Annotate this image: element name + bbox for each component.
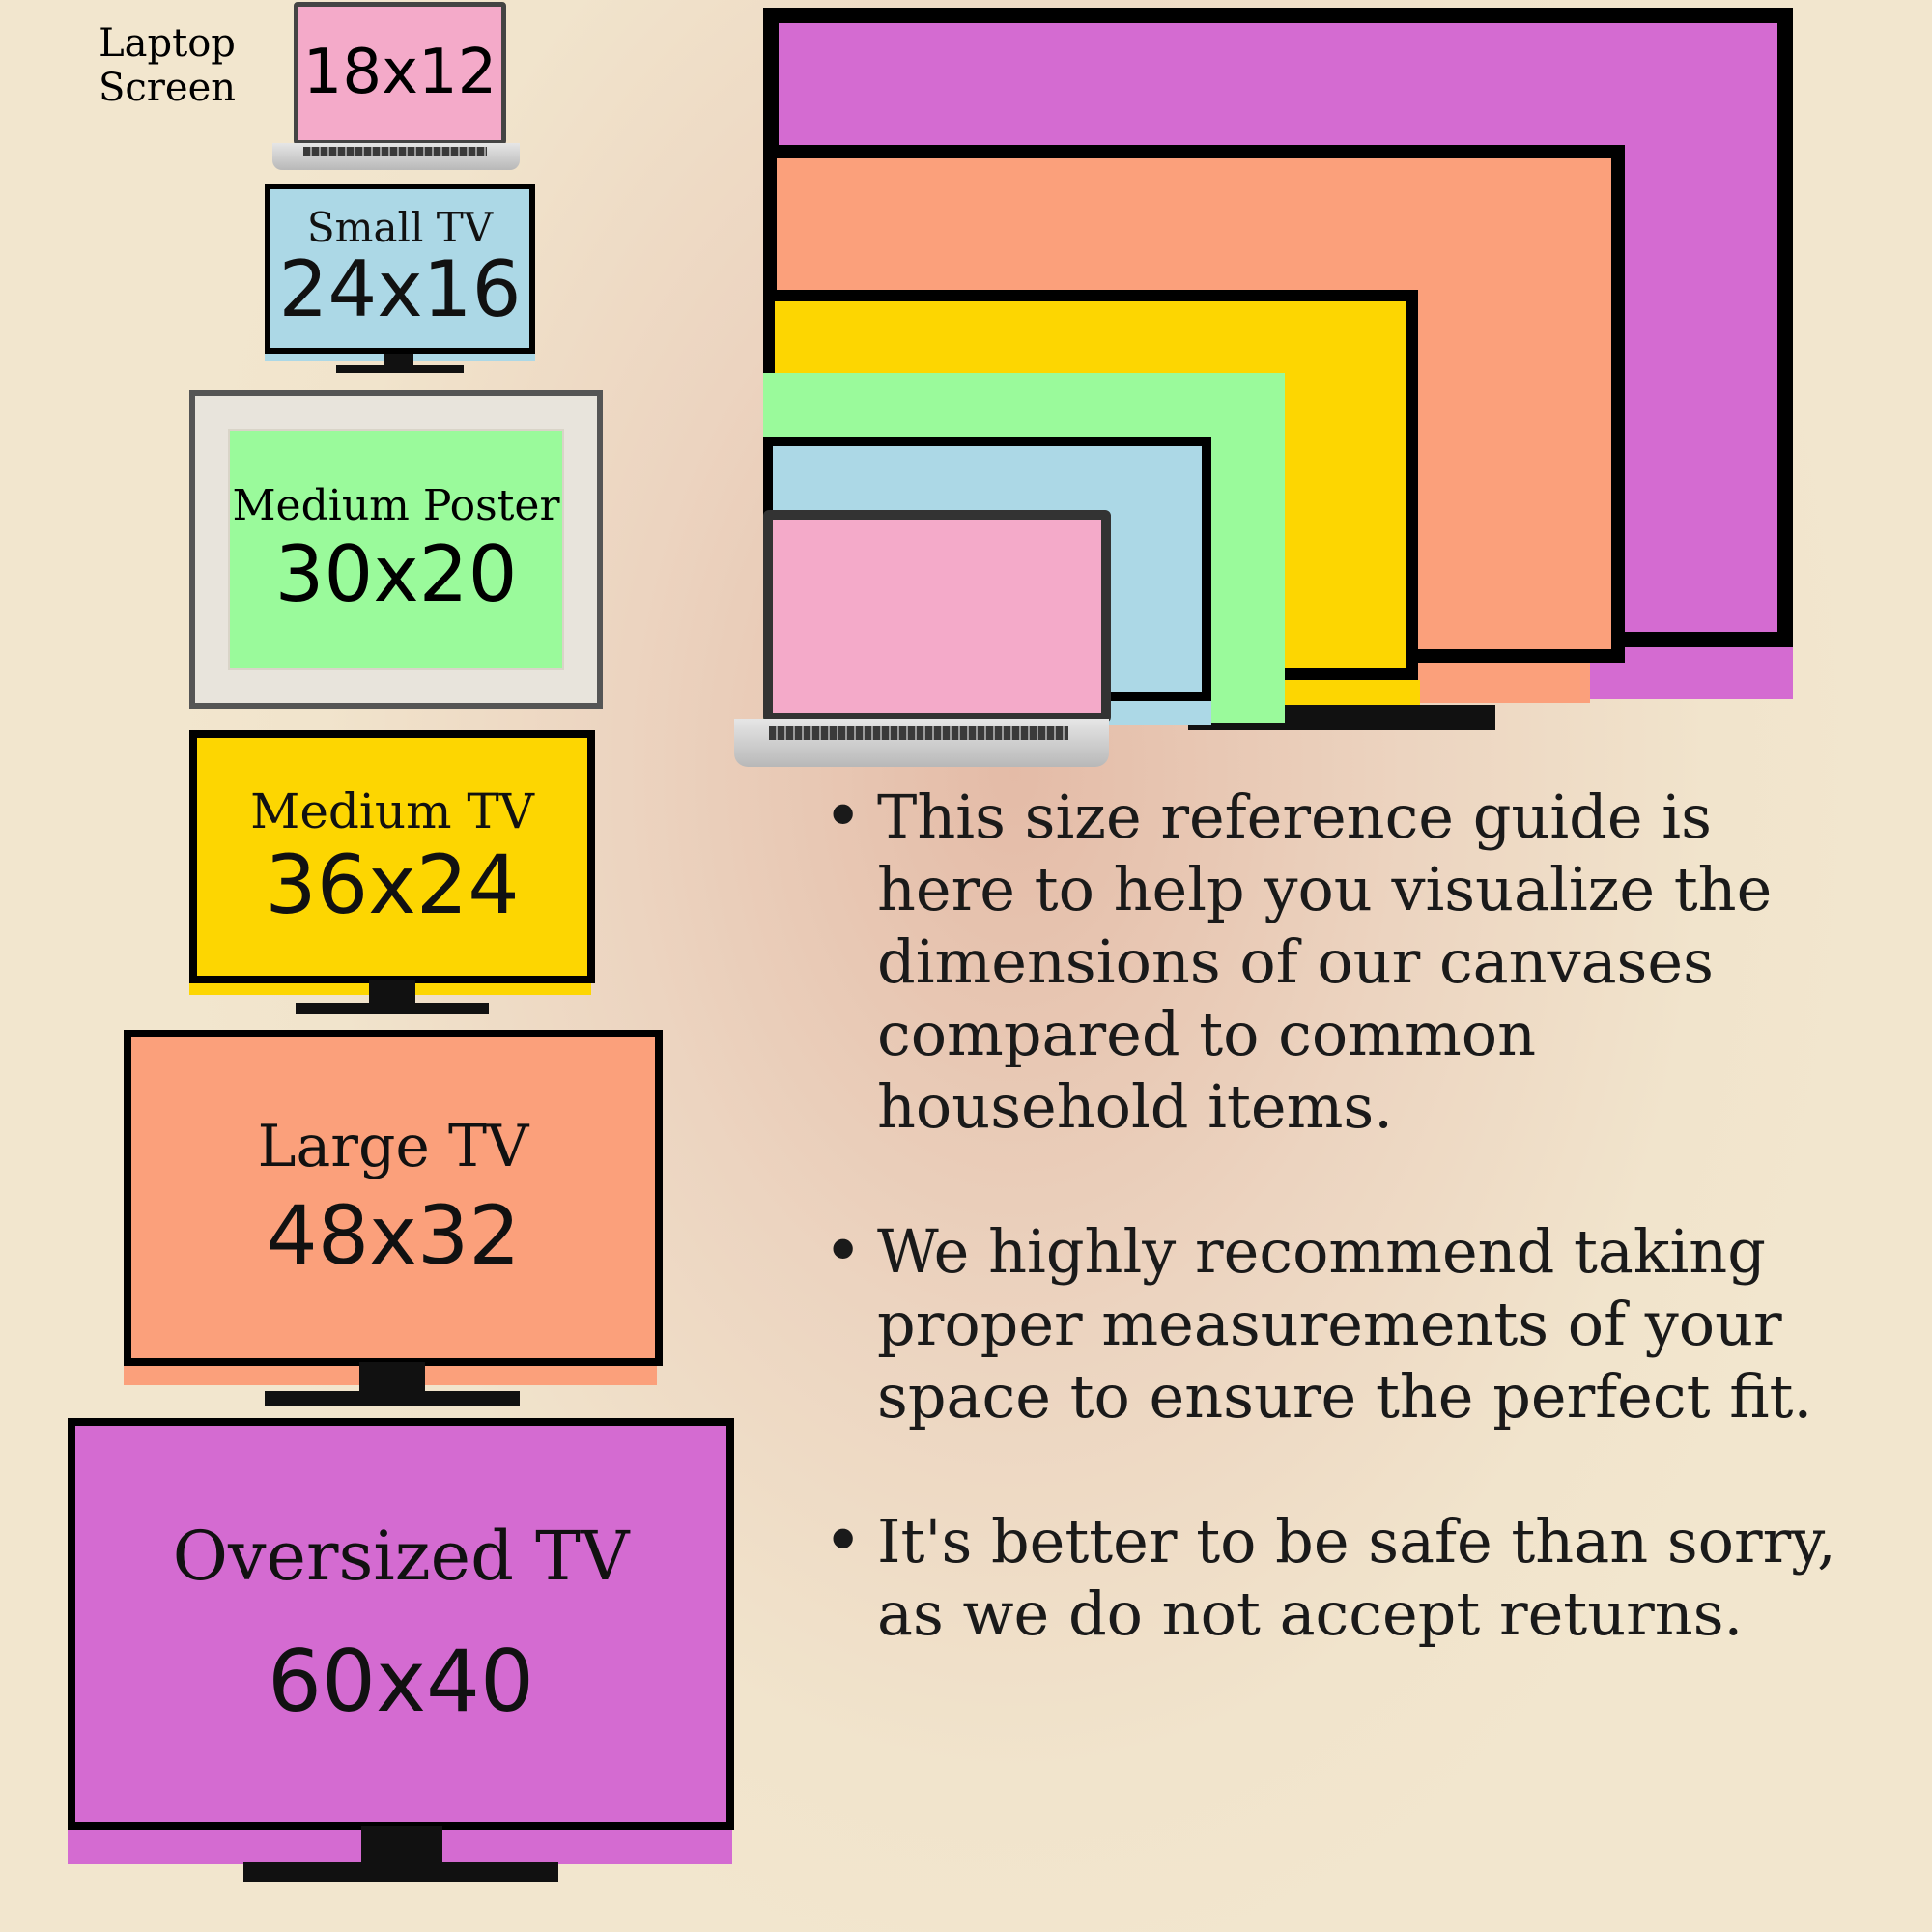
small-tv-dimensions: 24x16: [278, 244, 522, 335]
laptop-screen: 18x12: [294, 2, 506, 145]
large-tv-screen: Large TV 48x32: [124, 1030, 663, 1366]
oversized-tv-dimensions: 60x40: [267, 1631, 535, 1731]
compare-laptop-screen: [763, 510, 1111, 723]
oversized-tv-stand-base: [243, 1862, 558, 1882]
medium-tv-dimensions: 36x24: [265, 838, 520, 933]
poster-frame: Medium Poster 30x20: [189, 390, 603, 709]
compare-laptop-keys: [769, 726, 1068, 740]
medium-tv-stand-base: [296, 1003, 489, 1014]
large-tv-dimensions: 48x32: [266, 1188, 521, 1284]
medium-tv-screen: Medium TV 36x24: [189, 730, 595, 983]
laptop-icon: 18x12: [270, 2, 522, 172]
small-tv-screen: Small TV 24x16: [265, 184, 535, 354]
info-bullets: This size reference guide is here to hel…: [823, 781, 1843, 1650]
bullet-item: This size reference guide is here to hel…: [823, 781, 1843, 1143]
laptop-dimensions: 18x12: [302, 37, 497, 109]
large-tv-label: Large TV: [257, 1113, 529, 1181]
poster-mat: Medium Poster 30x20: [228, 429, 564, 670]
small-tv-stand-base: [336, 365, 464, 373]
large-tv-stand-base: [265, 1391, 520, 1406]
bullet-item: It's better to be safe than sorry, as we…: [823, 1505, 1843, 1650]
bullet-item: We highly recommend taking proper measur…: [823, 1215, 1843, 1433]
size-comparison: [734, 0, 1797, 773]
poster-dimensions: 30x20: [274, 529, 518, 620]
poster-label: Medium Poster: [232, 480, 560, 530]
laptop-label: Laptop Screen: [98, 21, 237, 110]
oversized-tv-screen: Oversized TV 60x40: [68, 1418, 734, 1830]
oversized-tv-label: Oversized TV: [172, 1517, 630, 1597]
laptop-keys: [303, 147, 487, 156]
medium-tv-label: Medium TV: [250, 782, 534, 839]
small-tv-label: Small TV: [306, 203, 494, 251]
small-tv-stand-neck: [384, 354, 413, 367]
